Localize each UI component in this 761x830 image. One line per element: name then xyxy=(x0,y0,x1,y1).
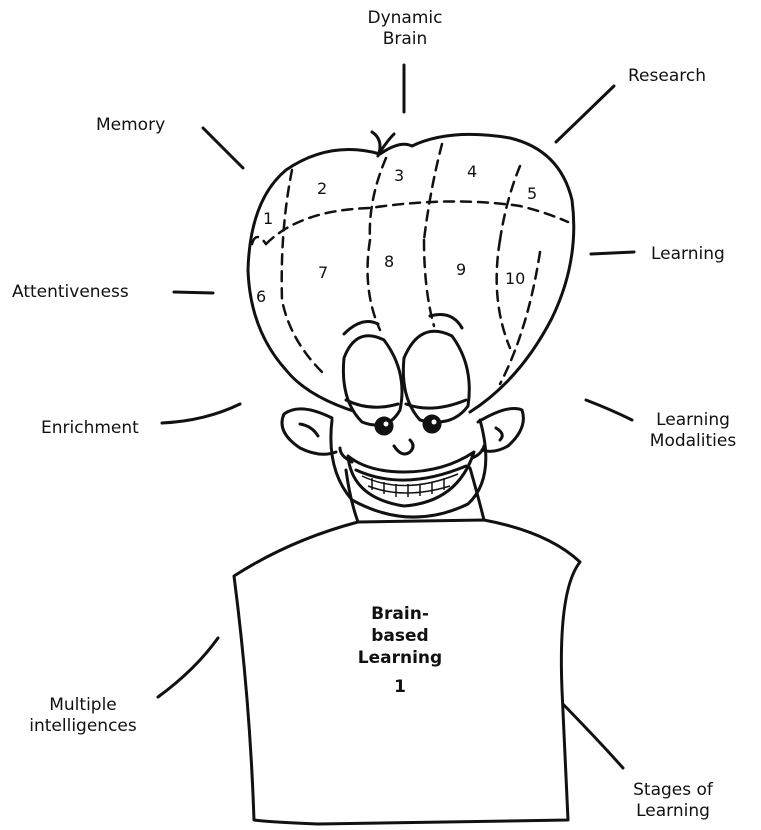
brain-region-number: 6 xyxy=(256,287,266,306)
label-multiple-intelligences: Multiple intelligences xyxy=(18,695,148,737)
label-line: Modalities xyxy=(636,431,750,452)
shirt-outline xyxy=(234,520,580,824)
brain-region-number: 4 xyxy=(467,162,477,181)
shirt-title-line: Learning xyxy=(340,647,460,669)
left-ear xyxy=(282,409,336,454)
label-learning: Learning xyxy=(651,244,725,265)
nose xyxy=(394,440,413,454)
page-number: 1 xyxy=(380,676,420,698)
label-line: Dynamic xyxy=(360,8,450,29)
brain-region-number: 3 xyxy=(394,166,404,185)
brain-region-number: 9 xyxy=(456,260,466,279)
label-research: Research xyxy=(628,66,706,87)
label-line: Learning xyxy=(623,801,723,822)
pointer-line-research xyxy=(556,86,614,142)
pointer-line-attentiveness xyxy=(174,292,213,293)
label-attentiveness: Attentiveness xyxy=(12,282,129,303)
shirt-title-line: based xyxy=(340,625,460,647)
brain-region-number: 1 xyxy=(263,209,273,228)
pointer-line-learning xyxy=(591,252,634,254)
pointer-line-multiple-intelligences xyxy=(158,638,218,697)
brain-region-number: 2 xyxy=(317,179,327,198)
label-memory: Memory xyxy=(96,115,165,136)
label-line: Multiple xyxy=(18,695,148,716)
pointer-line-memory xyxy=(203,128,243,168)
label-stages-of-learning: Stages of Learning xyxy=(623,780,723,822)
label-line: Brain xyxy=(360,29,450,50)
label-line: intelligences xyxy=(18,716,148,737)
label-enrichment: Enrichment xyxy=(41,418,139,439)
brain-region-number: 10 xyxy=(505,269,525,288)
label-learning-modalities: Learning Modalities xyxy=(636,410,750,452)
brain-region-number: 7 xyxy=(318,263,328,282)
brain-region-number: 8 xyxy=(384,252,394,271)
label-line: Stages of xyxy=(623,780,723,801)
left-pupil xyxy=(376,418,392,434)
right-pupil xyxy=(424,416,440,432)
label-dynamic-brain: Dynamic Brain xyxy=(360,8,450,50)
brain-region-number: 5 xyxy=(527,184,537,203)
pointer-line-learning-modalities xyxy=(586,400,632,420)
pointer-line-enrichment xyxy=(162,404,240,423)
label-line: Learning xyxy=(636,410,750,431)
pointer-line-stages-of-learning xyxy=(559,700,623,768)
shirt-title-line: Brain- xyxy=(340,603,460,625)
shirt-title: Brain- based Learning xyxy=(340,603,460,669)
